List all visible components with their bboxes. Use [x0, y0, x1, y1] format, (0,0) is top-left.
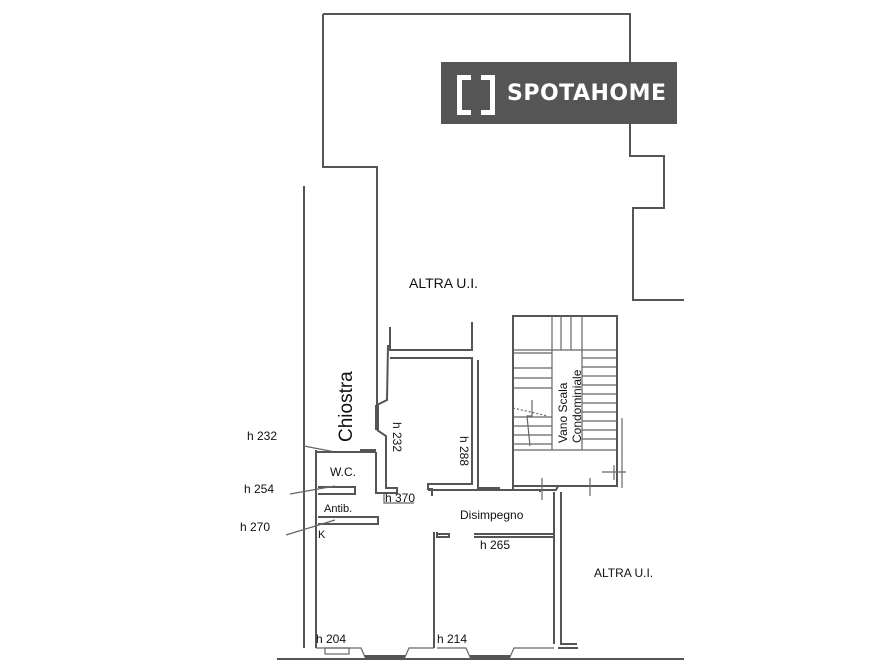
- door-jamb: [436, 532, 450, 538]
- stair-arrow: [526, 400, 533, 447]
- height-corridor: h 232: [390, 422, 404, 452]
- room-top-wall: [389, 322, 473, 351]
- label-condominiale: Condominiale: [570, 369, 584, 443]
- corridor-wall: [375, 429, 398, 494]
- other-unit-right-wall: [560, 492, 577, 645]
- label-antib: Antib.: [324, 503, 352, 515]
- height-bottom-left: h 204: [316, 632, 346, 646]
- corridor-left-top: [376, 344, 389, 406]
- room-right-wall: [477, 360, 500, 489]
- label-altra-ui-top: ALTRA U.I.: [409, 275, 478, 291]
- label-altra-ui-right: ALTRA U.I.: [594, 566, 653, 580]
- stair-bottom-wall: [512, 485, 617, 491]
- other-unit-top-left-wall: [322, 14, 378, 405]
- spotahome-watermark: SPOTAHOME: [441, 62, 677, 124]
- height-corner: h 370: [385, 491, 415, 505]
- other-unit-top-outline: [323, 13, 684, 301]
- antib-bottom-wall: [318, 516, 379, 525]
- height-wc-top: h 232: [247, 429, 277, 443]
- h370-underline: [383, 493, 414, 504]
- stair-arrow-line: [512, 407, 549, 417]
- height-room-center: h 288: [457, 436, 471, 466]
- leader-h254: [289, 485, 336, 495]
- bracket-logo-icon: [457, 75, 495, 115]
- height-hallway: h 265: [480, 538, 510, 552]
- label-wc: W.C.: [330, 465, 356, 479]
- height-bottom-mid: h 214: [437, 632, 467, 646]
- wc-antib-partition: [318, 486, 356, 495]
- height-wc-mid: h 254: [244, 482, 274, 496]
- label-chiostra: Chiostra: [336, 371, 357, 442]
- radiator-left: [324, 647, 350, 655]
- leader-h270: [285, 519, 336, 536]
- label-vano-scala: Vano Scala: [556, 382, 570, 443]
- label-disimpegno: Disimpegno: [460, 508, 524, 522]
- label-kitchen: K: [318, 529, 326, 541]
- height-antib: h 270: [240, 520, 270, 534]
- brand-name: SPOTAHOME: [507, 80, 667, 106]
